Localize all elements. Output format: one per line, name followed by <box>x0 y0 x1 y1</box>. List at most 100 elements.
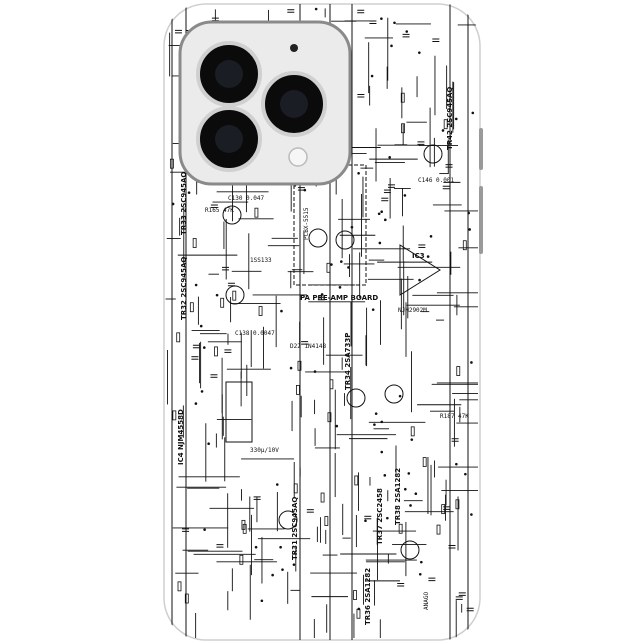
junction-dot <box>364 519 367 523</box>
junction-dot <box>380 210 383 214</box>
transistor-symbol <box>384 384 404 404</box>
schematic-label: TR36 2SA1282 <box>364 568 372 625</box>
schematic-label: TR31 2SC945AQ <box>291 497 299 560</box>
resistor-symbol <box>410 426 415 437</box>
junction-dot <box>215 293 219 297</box>
junction-dot <box>380 17 383 20</box>
resistor-symbol <box>400 92 405 103</box>
junction-dot <box>418 572 422 576</box>
junction-dot <box>398 394 402 398</box>
resistor-symbol <box>184 593 189 604</box>
schematic-label: 1SS133 <box>250 257 272 264</box>
transistor-symbol <box>346 388 366 408</box>
junction-dot <box>454 117 458 121</box>
junction-dot <box>207 442 210 446</box>
junction-dot <box>254 545 258 549</box>
resistor-symbol <box>239 554 244 565</box>
transistor-symbol <box>225 285 245 305</box>
lens-glass <box>280 90 308 118</box>
junction-dot <box>187 191 191 194</box>
junction-dot <box>335 424 339 428</box>
junction-dot <box>426 255 430 258</box>
junction-dot <box>303 188 307 192</box>
junction-dot <box>380 450 384 454</box>
junction-dot <box>338 286 342 289</box>
junction-dot <box>347 266 350 269</box>
resistor-symbol <box>441 504 446 515</box>
junction-dot <box>357 172 360 175</box>
junction-dot <box>441 129 445 132</box>
junction-dot <box>414 492 418 496</box>
junction-dot <box>280 309 283 313</box>
resistor-symbol <box>169 158 174 169</box>
junction-dot <box>464 472 467 476</box>
resistor-symbol <box>297 360 302 371</box>
resistor-symbol <box>220 297 225 308</box>
schematic-label: IC3 <box>412 252 425 260</box>
resistor-symbol <box>329 379 334 390</box>
schematic-label: 330μ/10V <box>250 447 279 454</box>
junction-dot <box>410 438 414 441</box>
resistor-symbol <box>177 581 182 592</box>
junction-dot <box>279 545 282 549</box>
junction-dot <box>407 472 411 475</box>
lens-glass <box>215 125 243 153</box>
resistor-symbol <box>436 524 441 535</box>
resistor-symbol <box>172 410 177 421</box>
junction-dot <box>371 308 375 311</box>
junction-dot <box>380 420 384 424</box>
junction-dot <box>409 504 412 507</box>
resistor-symbol <box>455 499 460 510</box>
resistor-symbol <box>326 262 331 273</box>
schematic-label: PCBX-5515 <box>303 207 310 240</box>
junction-dot <box>271 573 274 577</box>
junction-dot <box>388 156 391 159</box>
ic4-package <box>225 381 253 443</box>
side-button-lower <box>479 186 483 254</box>
junction-dot <box>378 241 382 245</box>
schematic-label: TR38 2SA1282 <box>394 468 402 525</box>
transistor-symbol <box>335 230 355 250</box>
resistor-symbol <box>258 306 263 316</box>
junction-dot <box>202 346 206 349</box>
resistor-symbol <box>293 483 298 494</box>
resistor-symbol <box>456 366 461 376</box>
schematic-label: IC4 NJM4558D <box>177 409 185 465</box>
resistor-symbol <box>398 523 403 534</box>
junction-dot <box>260 599 264 603</box>
junction-dot <box>470 361 473 364</box>
junction-dot <box>418 51 421 54</box>
schematic-label: R165 47K <box>205 207 234 214</box>
schematic-label: C146 0.001 <box>418 177 455 184</box>
resistor-symbol <box>189 302 194 313</box>
schematic-label: TR34 2SA733P <box>344 333 352 390</box>
junction-dot <box>330 263 333 266</box>
schematic-label: R187 47K <box>440 413 469 420</box>
transistor-symbol <box>222 205 242 225</box>
junction-dot <box>418 278 421 282</box>
schematic-label: TR32 2SC945AQ <box>180 257 188 320</box>
junction-dot <box>384 218 387 222</box>
resistor-symbol <box>324 516 329 526</box>
flash-icon <box>288 147 308 167</box>
junction-dot <box>377 212 381 216</box>
junction-dot <box>403 487 407 491</box>
resistor-symbol <box>192 238 197 248</box>
schematic-label: PA PRE-AMP BOARD <box>300 294 378 302</box>
junction-dot <box>370 74 374 78</box>
resistor-symbol <box>176 332 181 343</box>
junction-dot <box>468 228 471 231</box>
transistor-symbol <box>400 540 420 560</box>
schematic-label: TR42 2SC945AQ <box>446 87 454 150</box>
transistor-symbol <box>278 510 298 530</box>
junction-dot <box>289 366 293 370</box>
resistor-symbol <box>232 290 237 301</box>
junction-dot <box>275 483 279 486</box>
lens-glass <box>215 60 243 88</box>
junction-dot <box>373 423 376 426</box>
ic3-opamp-symbol <box>399 244 441 296</box>
junction-dot <box>281 568 284 571</box>
junction-dot <box>203 528 206 531</box>
resistor-symbol <box>401 123 405 134</box>
